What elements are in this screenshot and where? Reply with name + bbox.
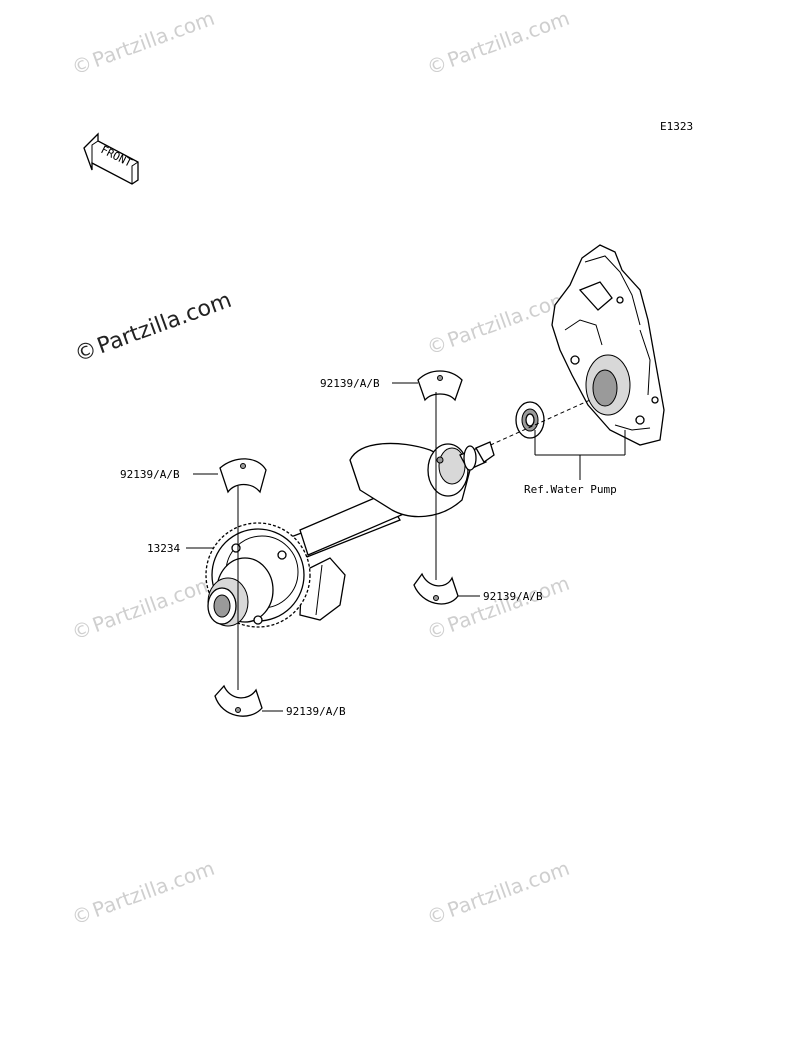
- bearing-shell-lower-right: [413, 572, 459, 605]
- oil-seal: [515, 401, 545, 439]
- diagram-code: E1323: [660, 120, 693, 133]
- leader-lines: [186, 382, 480, 712]
- watermark: © Partzilla.com: [424, 6, 573, 80]
- balancer-gear: [205, 522, 311, 628]
- assembly-centerline: [483, 399, 591, 449]
- svg-text:Partzilla.com: Partzilla.com: [444, 6, 572, 72]
- watermark-main: © Partzilla.com: [72, 288, 235, 368]
- watermark: © Partzilla.com: [69, 856, 218, 930]
- callout-gear: 13234: [147, 542, 180, 555]
- svg-text:Partzilla.com: Partzilla.com: [89, 6, 217, 72]
- water-pump-cover: [551, 244, 665, 446]
- watermark: © Partzilla.com: [424, 571, 573, 645]
- svg-text:Partzilla.com: Partzilla.com: [94, 288, 235, 360]
- callout-bearing-lower-left: 92139/A/B: [286, 705, 346, 718]
- balancer-shaft: [261, 441, 495, 621]
- callout-bearing-upper-left: 92139/A/B: [120, 468, 180, 481]
- watermark: © Partzilla.com: [69, 6, 218, 80]
- bearing-shell-upper-right: [417, 370, 463, 402]
- front-arrow-icon: FRONT: [83, 132, 139, 185]
- water-pump-ref-label: Ref.Water Pump: [524, 483, 617, 496]
- watermark: © Partzilla.com: [424, 856, 573, 930]
- watermark: © Partzilla.com: [69, 571, 218, 645]
- bearing-shell-upper-left: [219, 458, 267, 494]
- svg-text:Partzilla.com: Partzilla.com: [89, 856, 217, 922]
- bearing-shell-lower-left: [214, 684, 263, 717]
- svg-text:Partzilla.com: Partzilla.com: [444, 856, 572, 922]
- water-pump-bracket: [534, 430, 626, 480]
- watermark: © Partzilla.com: [424, 286, 573, 360]
- callout-bearing-lower-right: 92139/A/B: [483, 590, 543, 603]
- callout-bearing-upper-right: 92139/A/B: [320, 377, 380, 390]
- svg-text:Partzilla.com: Partzilla.com: [444, 571, 572, 637]
- svg-text:Partzilla.com: Partzilla.com: [89, 571, 217, 637]
